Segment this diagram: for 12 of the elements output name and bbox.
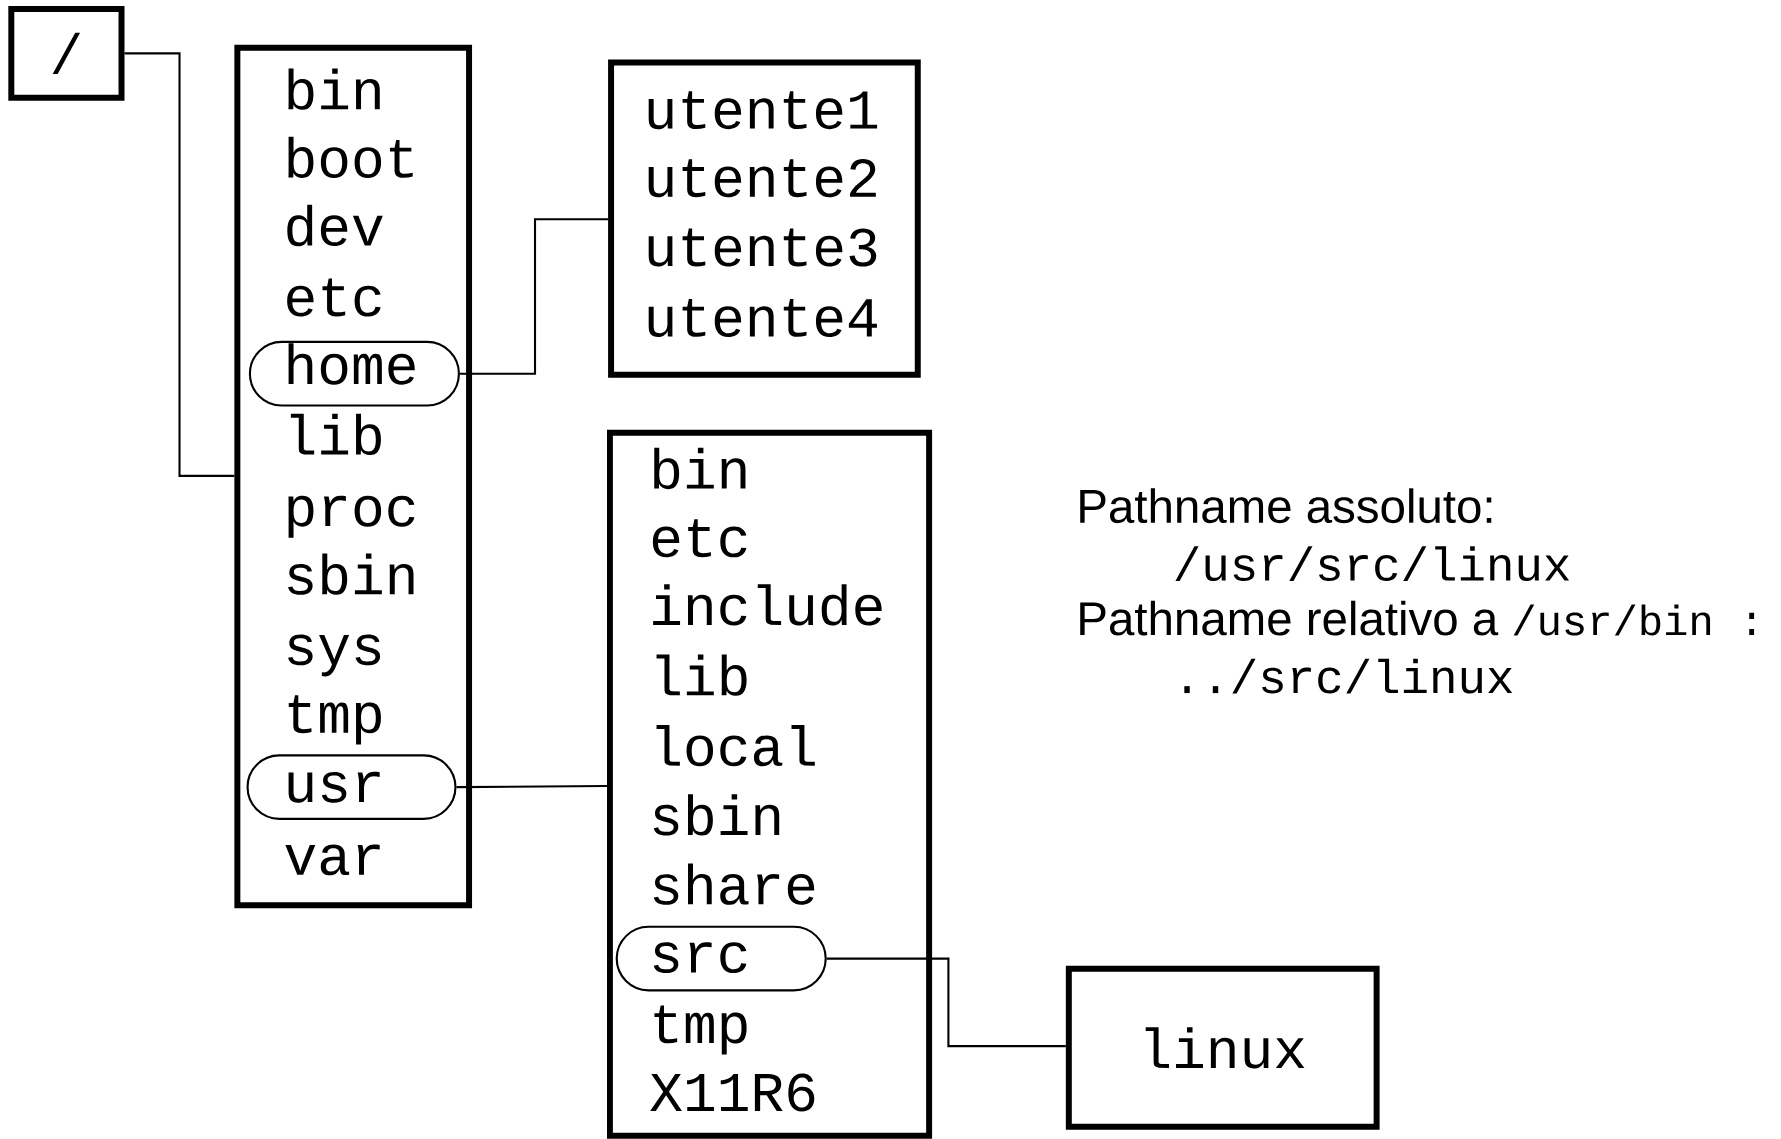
connector-line [826,957,1066,1048]
directory-box: / [8,6,125,101]
connector-line [456,784,607,789]
pathname-caption: Pathname relativo a [1080,600,1499,636]
path-text: ../src/linux [1184,658,1513,694]
path-text: /usr/src/linux [1175,546,1570,582]
connector-line [459,218,609,375]
connector-line [124,52,235,477]
path-text: /usr/bin : [1513,604,1755,636]
pathname-caption: Pathname assoluto: [1080,488,1492,524]
directory-list-box: utente1 utente2 utente3 utente4 [608,59,921,378]
directory-box: linux [1065,965,1380,1130]
